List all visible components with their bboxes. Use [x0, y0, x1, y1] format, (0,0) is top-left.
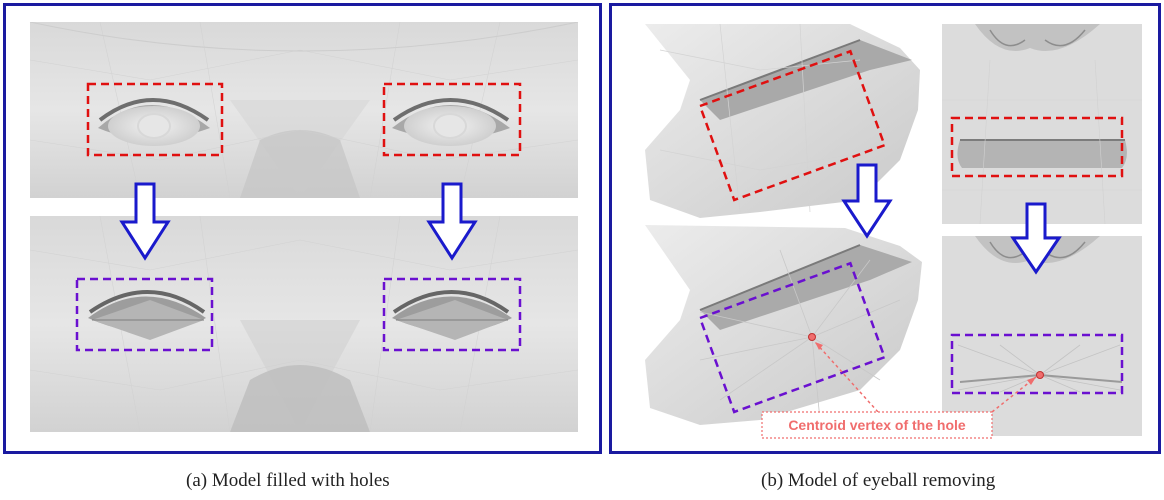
after-box-mouth [950, 333, 1124, 395]
left-eye-with-eyeball [98, 98, 210, 146]
side-eye-mesh-before [645, 23, 920, 218]
before-box-mouth [950, 116, 1124, 178]
down-arrow-icon [841, 163, 893, 239]
mouth-front-mesh-before [942, 24, 1142, 225]
callout-box [761, 411, 993, 439]
before-box-side-eye [698, 49, 887, 202]
after-box-right-eye [382, 277, 522, 352]
callout-label: Centroid vertex of the hole [788, 417, 966, 433]
face-mesh-after [29, 216, 579, 432]
callout-arrowhead-left [815, 342, 823, 350]
down-arrow-icon [426, 182, 478, 261]
before-box-left-eye [86, 82, 224, 157]
centroid-vertex-side [808, 333, 816, 341]
down-arrow-icon [1010, 202, 1062, 275]
before-box-right-eye [382, 82, 522, 157]
after-box-left-eye [75, 277, 214, 352]
caption-panel-b: (b) Model of eyeball removing [761, 470, 996, 491]
right-eye-filled [392, 290, 512, 340]
left-eye-filled [88, 290, 206, 340]
centroid-vertex-mouth [1036, 371, 1044, 379]
down-arrow-icon [119, 182, 171, 261]
caption-panel-a: (a) Model filled with holes [186, 470, 390, 491]
after-box-side-eye [698, 261, 887, 414]
side-eye-mesh-after [645, 225, 922, 425]
callout-line-left [814, 341, 879, 413]
right-eye-with-eyeball [392, 98, 510, 146]
callout-arrowhead-right [1027, 377, 1036, 385]
